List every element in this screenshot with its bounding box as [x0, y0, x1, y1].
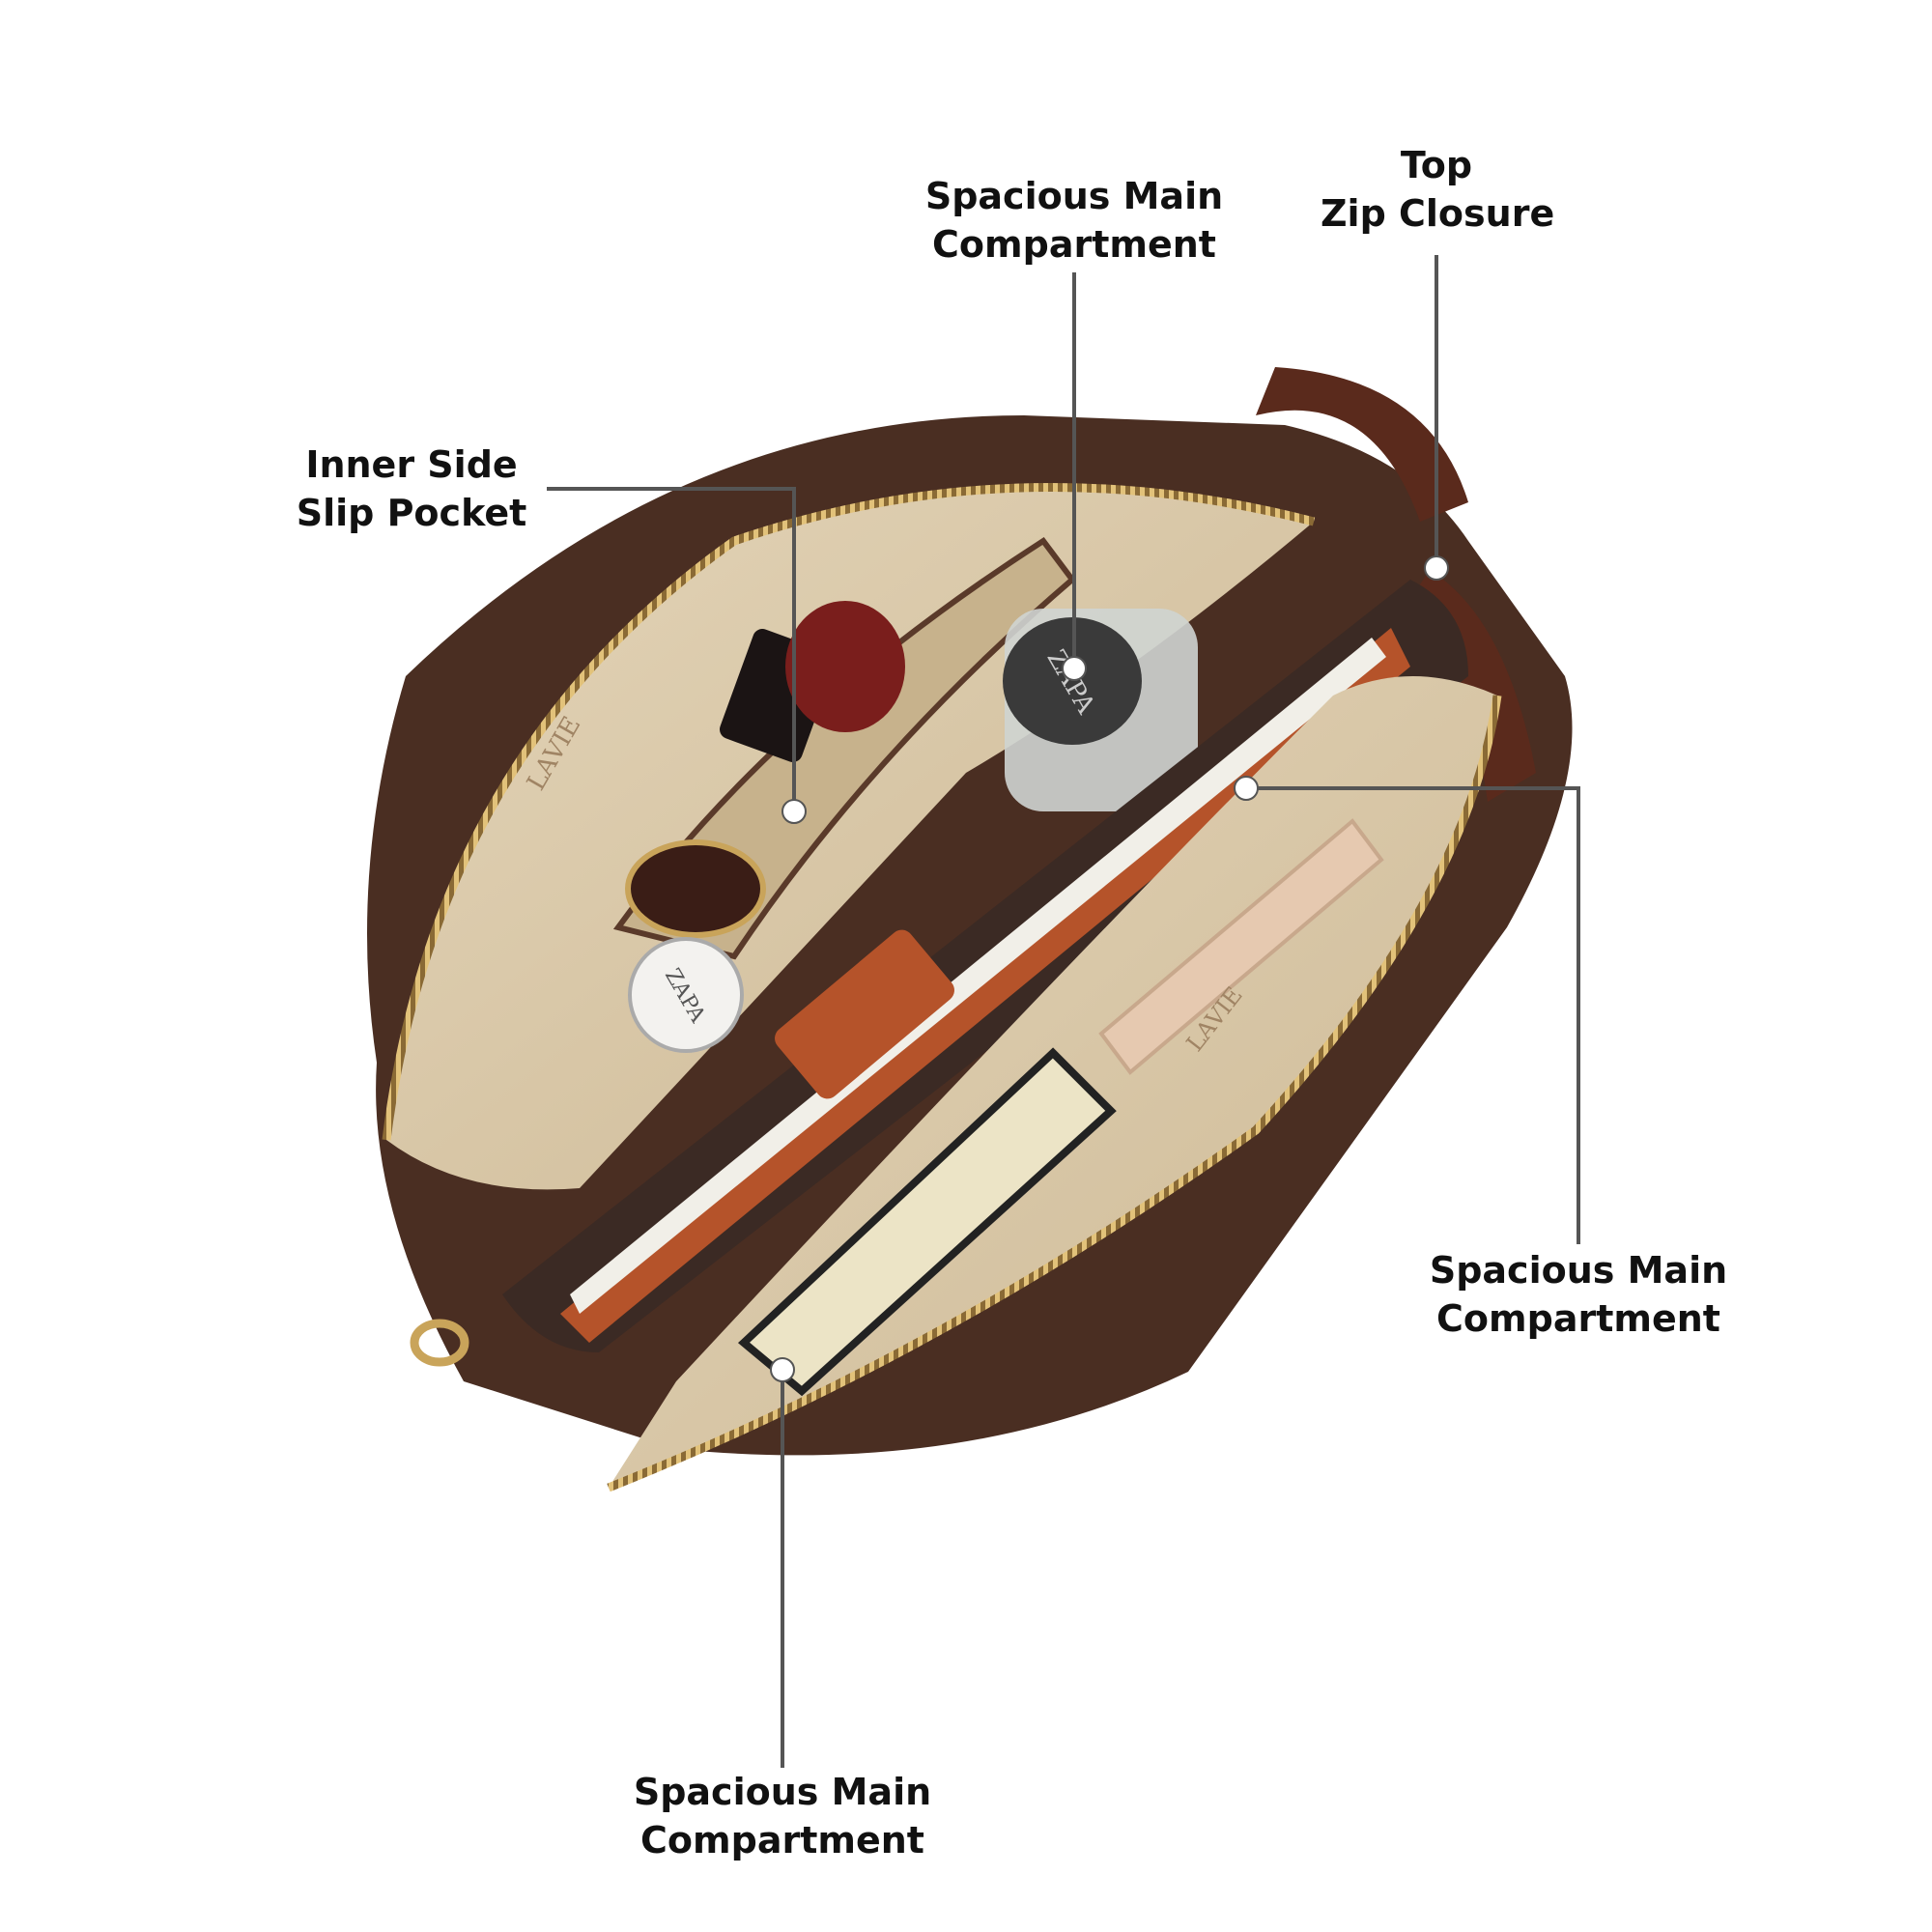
callout-line: Inner Side [305, 443, 518, 486]
callout-line: Spacious Main [633, 1771, 932, 1813]
lipstick-cap [785, 601, 905, 732]
tablet [1098, 818, 1384, 1075]
callout-spacious-main-top: Spacious Main Compartment [920, 172, 1229, 269]
dot-main-top [1062, 656, 1087, 681]
callout-line: Compartment [1436, 1297, 1720, 1340]
compartment-middle [502, 580, 1468, 1352]
dot-slip-pocket [781, 799, 807, 824]
notebook-strap [775, 929, 954, 1099]
callout-line: Zip Closure [1321, 192, 1555, 235]
callout-line: Top [1400, 144, 1473, 186]
notebook-pages [570, 638, 1386, 1314]
callout-line: Compartment [640, 1819, 924, 1861]
callout-dots [770, 555, 1449, 1382]
d-ring-icon [410, 1319, 469, 1367]
small-perfume [628, 937, 744, 1053]
callout-spacious-main-bottom: Spacious Main Compartment [628, 1768, 937, 1864]
callout-leaders [547, 255, 1580, 1768]
sunglasses [625, 839, 766, 938]
leader-line-slip-pocket [547, 487, 796, 811]
callout-line: Slip Pocket [296, 492, 527, 534]
dot-main-right [1234, 776, 1259, 801]
callout-spacious-main-right: Spacious Main Compartment [1424, 1246, 1733, 1343]
callout-inner-side-slip-pocket: Inner Side Slip Pocket [296, 440, 527, 537]
dot-top-zip [1424, 555, 1449, 581]
leader-line-main-right [1246, 786, 1580, 1244]
compartment-right: LAVIE [607, 676, 1502, 1492]
callout-line: Compartment [932, 223, 1216, 266]
callout-line: Spacious Main [1429, 1249, 1728, 1292]
dot-main-bottom [770, 1357, 795, 1382]
callout-line: Spacious Main [924, 175, 1224, 217]
callout-top-zip-closure: Top Zip Closure [1321, 141, 1555, 238]
perfume-cap [1003, 617, 1142, 745]
